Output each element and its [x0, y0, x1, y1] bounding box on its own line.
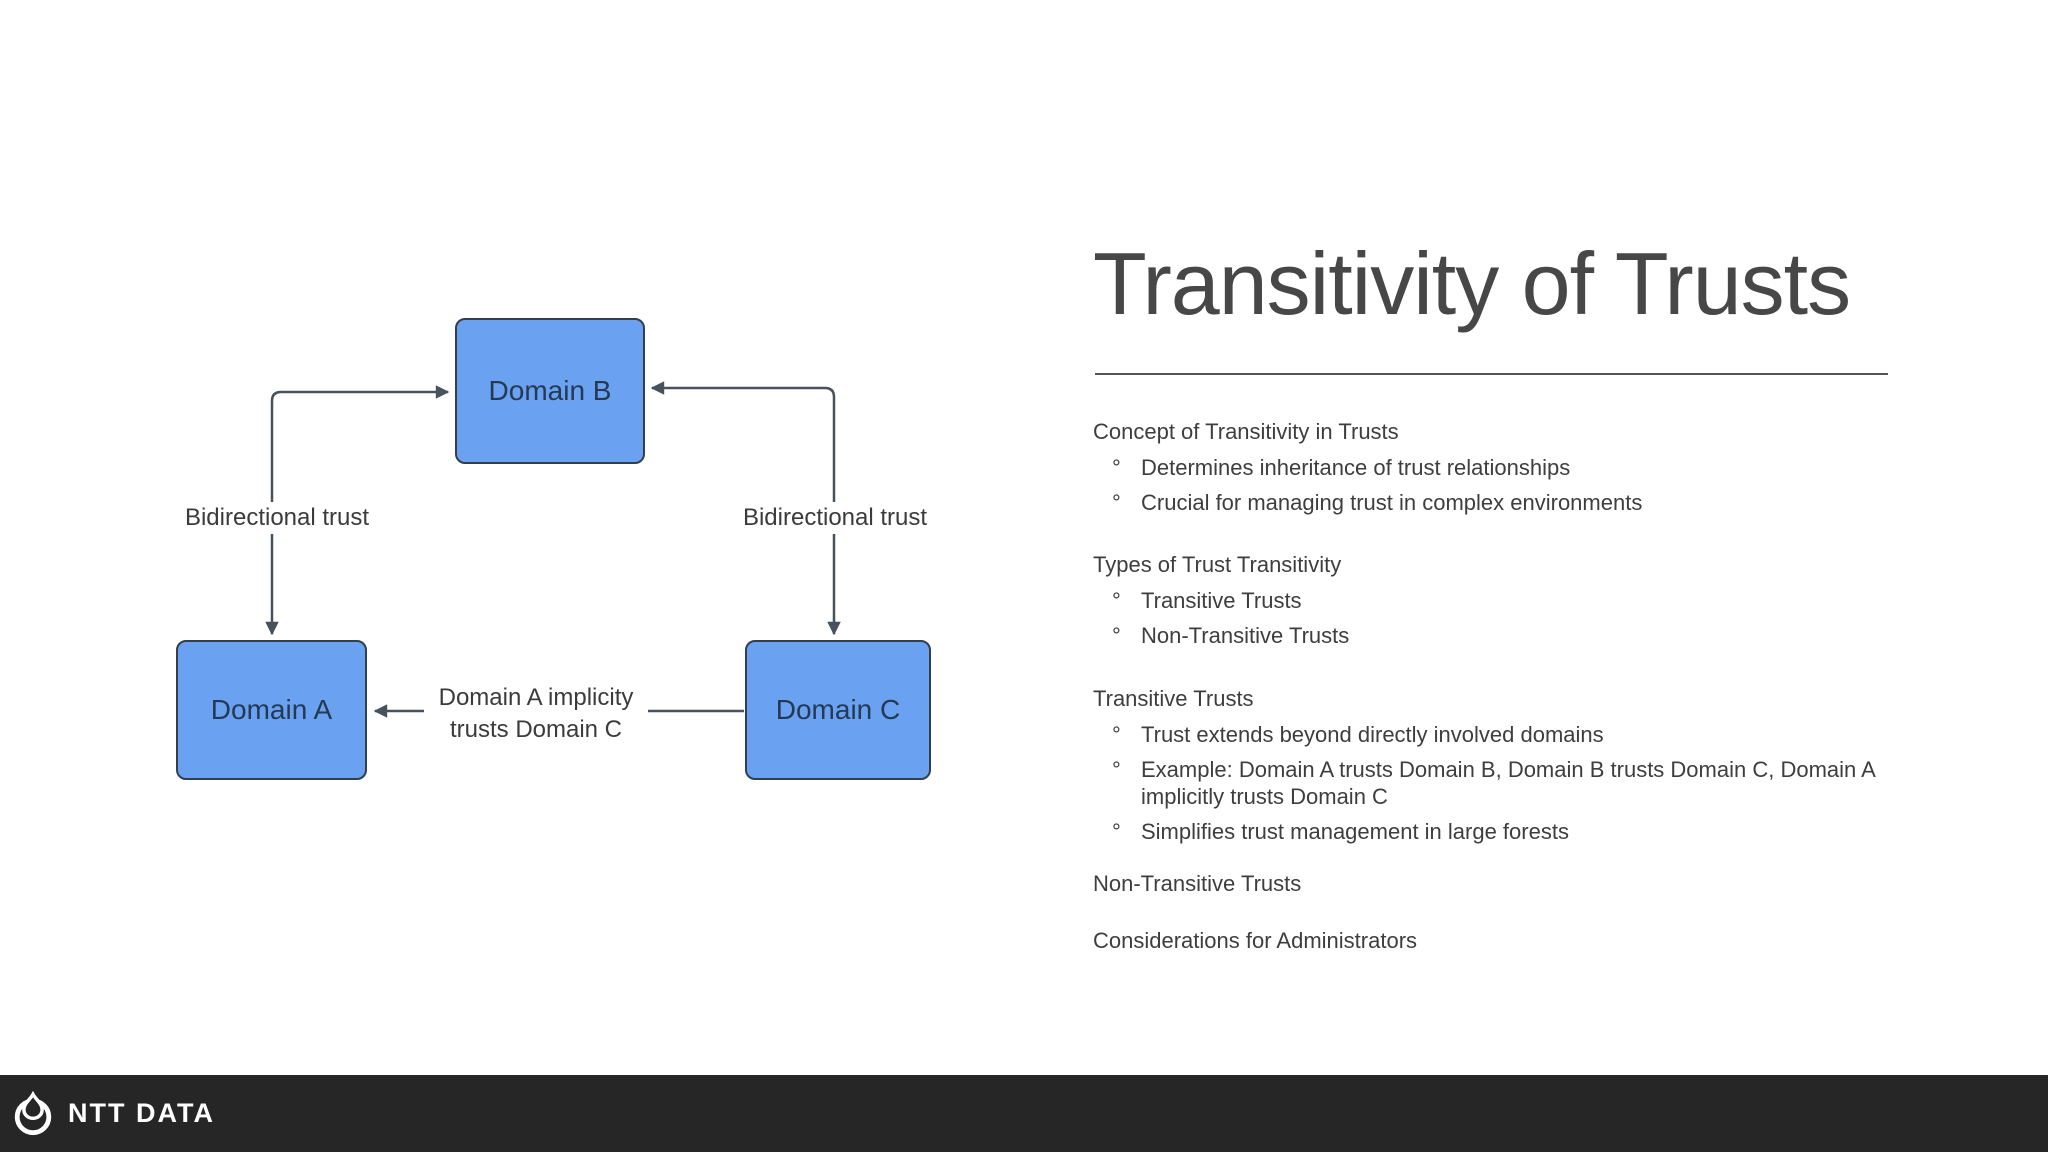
bullet-text: Example: Domain A trusts Domain B, Domai…: [1141, 757, 1875, 809]
bullet-item: ° Example: Domain A trusts Domain B, Dom…: [1093, 756, 1908, 810]
node-label: Domain A: [210, 694, 333, 725]
bullet-marker-icon: °: [1112, 757, 1121, 782]
bullet-item: ° Crucial for managing trust in complex …: [1093, 489, 1908, 516]
section-non-transitive-trusts: Non-Transitive Trusts: [1093, 870, 1908, 898]
node-domain-b: Domain B: [455, 318, 645, 464]
bullet-text: Trust extends beyond directly involved d…: [1141, 722, 1604, 747]
title-divider: [1095, 373, 1888, 375]
bullet-text: Simplifies trust management in large for…: [1141, 819, 1569, 844]
ntt-dynamic-loop-icon: [14, 1090, 52, 1135]
section-concept: Concept of Transitivity in Trusts ° Dete…: [1093, 418, 1908, 516]
node-label: Domain C: [775, 694, 901, 725]
node-domain-a: Domain A: [176, 640, 367, 780]
bullet-item: ° Simplifies trust management in large f…: [1093, 818, 1908, 845]
bullet-text: Non-Transitive Trusts: [1141, 623, 1350, 648]
section-types: Types of Trust Transitivity ° Transitive…: [1093, 551, 1908, 649]
bullet-marker-icon: °: [1112, 623, 1121, 648]
section-considerations: Considerations for Administrators: [1093, 927, 1908, 955]
footer-brand: NTT DATA: [68, 1098, 215, 1128]
node-domain-c: Domain C: [745, 640, 931, 780]
edge-label-bidirectional-right: Bidirectional trust: [727, 502, 943, 534]
bullet-item: ° Trust extends beyond directly involved…: [1093, 721, 1908, 748]
bullet-marker-icon: °: [1112, 588, 1121, 613]
bullet-marker-icon: °: [1112, 490, 1121, 515]
bullet-text: Crucial for managing trust in complex en…: [1141, 490, 1643, 515]
bullet-marker-icon: °: [1112, 455, 1121, 480]
section-heading: Types of Trust Transitivity: [1093, 552, 1342, 577]
page-title: Transitivity of Trusts: [1093, 234, 1851, 333]
bullet-marker-icon: °: [1112, 819, 1121, 844]
edge-label-bidirectional-left: Bidirectional trust: [168, 502, 386, 534]
bullet-item: ° Determines inheritance of trust relati…: [1093, 454, 1908, 481]
section-heading: Non-Transitive Trusts: [1093, 871, 1302, 896]
section-heading: Transitive Trusts: [1093, 686, 1254, 711]
node-label: Domain B: [488, 375, 612, 406]
bullet-text: Transitive Trusts: [1141, 588, 1302, 613]
bullet-item: ° Non-Transitive Trusts: [1093, 622, 1908, 649]
bullet-marker-icon: °: [1112, 722, 1121, 747]
section-transitive-trusts: Transitive Trusts ° Trust extends beyond…: [1093, 685, 1908, 845]
section-heading: Considerations for Administrators: [1093, 928, 1418, 953]
bullet-text: Determines inheritance of trust relation…: [1141, 455, 1571, 480]
footer-bar: NTT DATA: [0, 1075, 2048, 1152]
edge-label-implicit-trust: Domain A implicity trusts Domain C: [424, 682, 648, 746]
section-heading: Concept of Transitivity in Trusts: [1093, 419, 1399, 444]
bullet-item: ° Transitive Trusts: [1093, 587, 1908, 614]
edge-label-line: trusts Domain C: [449, 716, 623, 743]
edge-label-line: Domain A implicity: [438, 684, 634, 711]
